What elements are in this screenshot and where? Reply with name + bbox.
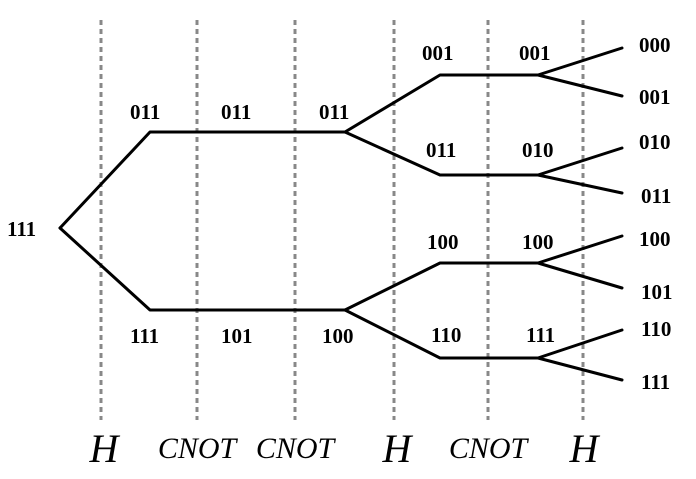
state-l2-upper: 011 — [221, 100, 251, 124]
state-l4-4: 110 — [431, 323, 461, 347]
state-out-6: 101 — [641, 280, 673, 304]
gate-label-3: CNOT — [256, 432, 337, 465]
state-l5-1: 001 — [519, 41, 551, 65]
state-l5-2: 010 — [522, 138, 554, 162]
state-out-2: 001 — [639, 85, 671, 109]
state-l3-upper: 011 — [319, 100, 349, 124]
state-l1-upper: 011 — [130, 100, 160, 124]
state-l4-1: 001 — [422, 41, 454, 65]
state-l4-3: 100 — [427, 230, 459, 254]
gate-label-6: H — [569, 426, 601, 471]
state-out-5: 100 — [639, 227, 671, 251]
state-out-3: 010 — [639, 130, 671, 154]
state-l5-3: 100 — [522, 230, 554, 254]
branch-out-001 — [536, 73, 624, 98]
gate-label-1: H — [89, 426, 121, 471]
branch-out-000 — [536, 46, 624, 77]
gate-labels: H CNOT CNOT H CNOT H — [89, 426, 601, 471]
state-out-8: 111 — [641, 370, 670, 394]
gate-label-4: H — [382, 426, 414, 471]
state-l2-lower: 101 — [221, 324, 253, 348]
branch-tree — [58, 46, 624, 382]
state-l5-4: 111 — [526, 323, 555, 347]
branch-root-lower — [58, 226, 347, 312]
state-out-4: 011 — [641, 184, 671, 208]
gate-dividers — [99, 20, 585, 420]
branch-out-010 — [536, 146, 624, 177]
state-l4-2: 011 — [426, 138, 456, 162]
state-out-7: 110 — [641, 317, 671, 341]
branch-011-to-001 — [343, 73, 540, 134]
state-labels: 111 011 111 011 101 011 100 001 011 100 … — [7, 33, 673, 394]
gate-label-5: CNOT — [449, 432, 530, 465]
state-l3-lower: 100 — [322, 324, 354, 348]
state-out-1: 000 — [639, 33, 671, 57]
branch-out-100 — [536, 234, 624, 265]
gate-label-2: CNOT — [158, 432, 239, 465]
branch-011-to-011 — [343, 130, 540, 177]
branch-root-upper — [58, 130, 347, 230]
branch-out-110 — [536, 328, 624, 360]
branch-out-111 — [536, 356, 624, 382]
branch-100-to-110 — [343, 308, 540, 360]
state-l1-lower: 111 — [130, 324, 159, 348]
branch-out-101 — [536, 261, 624, 290]
state-root: 111 — [7, 217, 36, 241]
branch-out-011 — [536, 173, 624, 195]
branch-100-to-100 — [343, 261, 540, 312]
